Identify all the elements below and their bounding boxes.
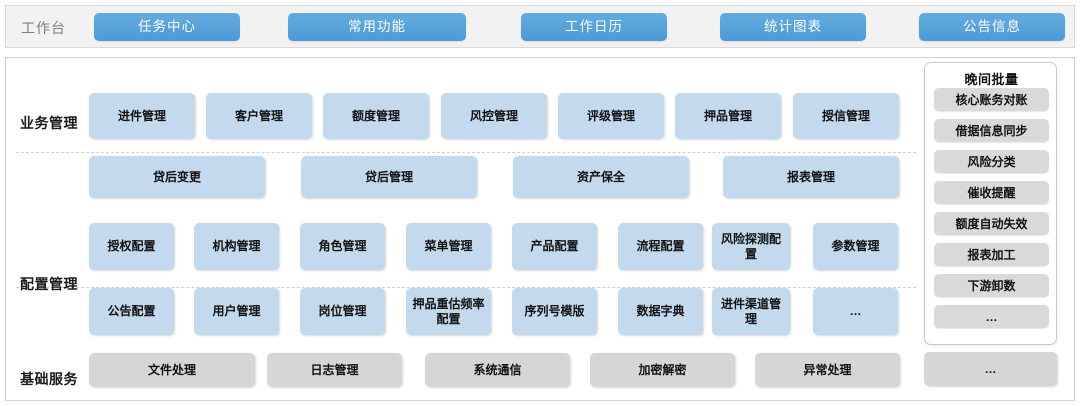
module-cell-business-0-2[interactable]: 额度管理 — [323, 93, 429, 139]
module-cell-business-0-1[interactable]: 客户管理 — [206, 93, 312, 139]
nightly-batch-item-6[interactable]: 报表加工 — [934, 243, 1049, 266]
nightly-batch-title: 晚间批量 — [964, 72, 1019, 87]
module-cell-configuration-1-3[interactable]: 岗位管理 — [300, 288, 385, 335]
module-cell-base-service-0-4[interactable]: 异常处理 — [755, 353, 900, 387]
module-cell-configuration-0-5[interactable]: 流程配置 — [618, 223, 703, 270]
nightly-batch-more-box[interactable]: … — [924, 352, 1057, 386]
section-label-configuration: 配置管理 — [20, 276, 78, 292]
tab-button-1[interactable]: 任务中心 — [94, 13, 240, 41]
workbench-toolbar: 工作台 任务中心 常用功能 工作日历 统计图表 公告信息 — [5, 5, 1075, 48]
module-cell-base-service-0-3[interactable]: 加密解密 — [590, 353, 735, 387]
module-cell-business-1-1[interactable]: 贷后管理 — [301, 156, 477, 198]
workbench-label: 工作台 — [21, 20, 66, 36]
nightly-batch-item-3[interactable]: 风险分类 — [934, 150, 1049, 173]
module-cell-configuration-1-0[interactable]: 进件渠道管理 — [712, 288, 790, 335]
tab-button-3[interactable]: 工作日历 — [521, 13, 667, 41]
module-cell-business-1-2[interactable]: 资产保全 — [513, 156, 689, 198]
nightly-batch-item-2[interactable]: 借据信息同步 — [934, 119, 1049, 142]
module-cell-business-1-0[interactable]: 贷后变更 — [89, 156, 265, 198]
module-cell-configuration-0-3[interactable]: 菜单管理 — [406, 223, 491, 270]
module-cell-business-1-3[interactable]: 报表管理 — [723, 156, 899, 198]
tab-button-2[interactable]: 常用功能 — [288, 13, 466, 41]
module-cell-business-0-6[interactable]: 授信管理 — [793, 93, 899, 139]
nightly-batch-item-5[interactable]: 额度自动失效 — [934, 212, 1049, 235]
module-cell-business-0-0[interactable]: 进件管理 — [89, 93, 195, 139]
tab-button-4[interactable]: 统计图表 — [720, 13, 866, 41]
module-cell-configuration-1-7[interactable]: … — [813, 288, 898, 335]
module-cell-configuration-1-1[interactable]: 公告配置 — [89, 288, 174, 335]
module-cell-business-0-5[interactable]: 押品管理 — [675, 93, 781, 139]
nightly-batch-item-1[interactable]: 核心账务对账 — [934, 88, 1049, 111]
section-divider-2 — [16, 287, 916, 288]
section-label-base-service: 基础服务 — [20, 371, 78, 387]
nightly-batch-item-8[interactable]: … — [934, 305, 1049, 328]
module-cell-configuration-1-5[interactable]: 序列号模版 — [512, 288, 597, 335]
module-cell-configuration-1-4[interactable]: 押品重估频率配置 — [406, 288, 491, 335]
nightly-batch-item-4[interactable]: 催收提醒 — [934, 181, 1049, 204]
module-cell-base-service-0-0[interactable]: 文件处理 — [89, 353, 255, 387]
module-cell-configuration-1-2[interactable]: 用户管理 — [194, 288, 279, 335]
module-cell-configuration-0-0[interactable]: 授权配置 — [89, 223, 174, 270]
module-cell-business-0-3[interactable]: 风控管理 — [441, 93, 547, 139]
module-cell-base-service-0-2[interactable]: 系统通信 — [425, 353, 570, 387]
module-cell-configuration-1-6[interactable]: 数据字典 — [618, 288, 703, 335]
module-cell-configuration-0-6[interactable]: 风险探测配置 — [712, 223, 790, 270]
section-divider-1 — [16, 152, 916, 153]
nightly-batch-item-7[interactable]: 下游卸数 — [934, 274, 1049, 297]
module-cell-configuration-0-4[interactable]: 产品配置 — [512, 223, 597, 270]
nightly-batch-panel: 晚间批量 核心账务对账借据信息同步风险分类催收提醒额度自动失效报表加工下游卸数 … — [924, 62, 1057, 345]
module-cell-configuration-0-2[interactable]: 角色管理 — [300, 223, 385, 270]
tab-button-5[interactable]: 公告信息 — [919, 13, 1065, 41]
module-cell-configuration-0-1[interactable]: 机构管理 — [194, 223, 279, 270]
module-cell-configuration-0-7[interactable]: 参数管理 — [813, 223, 898, 270]
module-map-panel: 业务管理进件管理客户管理额度管理风控管理评级管理押品管理授信管理贷后变更贷后管理… — [5, 57, 1075, 401]
module-cell-base-service-0-1[interactable]: 日志管理 — [267, 353, 402, 387]
module-cell-business-0-4[interactable]: 评级管理 — [558, 93, 664, 139]
section-label-business: 业务管理 — [20, 115, 78, 131]
